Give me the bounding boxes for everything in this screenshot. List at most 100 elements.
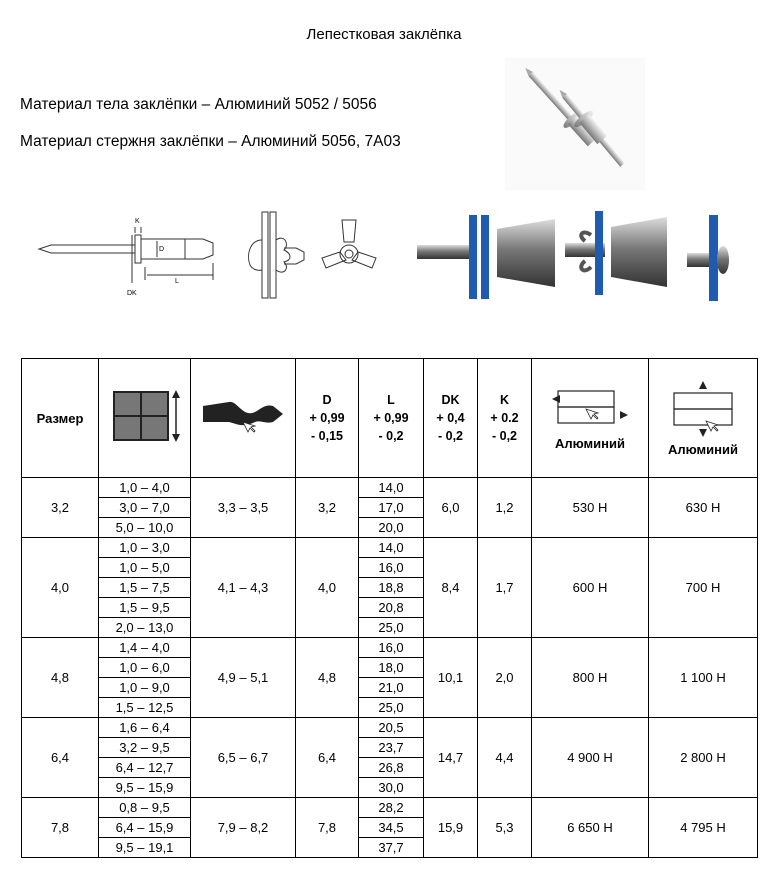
rivet-installation-sequence — [417, 211, 729, 301]
table-header-row: Размер D + 0,99 - 0,15 — [21, 358, 758, 478]
cell-shear: 6 650 Н — [531, 797, 649, 858]
header-dk: DK + 0,4 - 0,2 — [423, 358, 478, 478]
cell-grip-range: 1,0 – 9,0 — [98, 677, 191, 698]
page-title: Лепестковая заклёпка — [306, 26, 462, 43]
cell-grip-range: 5,0 – 10,0 — [98, 517, 191, 538]
cell-tensile: 2 800 Н — [648, 717, 758, 798]
cell-l: 37,7 — [358, 837, 424, 858]
header-l: L + 0,99 - 0,2 — [358, 358, 424, 478]
cell-l: 28,2 — [358, 797, 424, 818]
table-row: 6,4 – 15,9 34,5 — [22, 817, 758, 838]
cell-grip-range: 1,5 – 12,5 — [98, 697, 191, 718]
cell-l: 18,8 — [358, 577, 424, 598]
table-row: 1,0 – 6,0 18,0 — [22, 657, 758, 678]
cell-l: 25,0 — [358, 697, 424, 718]
table-row: 1,5 – 12,5 25,0 — [22, 697, 758, 718]
cell-l: 23,7 — [358, 737, 424, 758]
cell-grip-range: 1,0 – 3,0 — [98, 537, 191, 558]
cell-l: 18,0 — [358, 657, 424, 678]
cell-k: 2,0 — [477, 637, 532, 718]
cell-grip-range: 1,0 – 6,0 — [98, 657, 191, 678]
header-tensile: Алюминий — [648, 358, 758, 478]
cell-drill: 4,1 – 4,3 — [190, 537, 296, 638]
cell-k: 4,4 — [477, 717, 532, 798]
material-stem-text: Материал стержня заклёпки – Алюминий 505… — [20, 133, 401, 150]
shear-test-icon — [552, 390, 628, 424]
tensile-test-icon — [673, 381, 733, 437]
cell-d: 7,8 — [295, 797, 359, 858]
material-thickness-icon — [112, 389, 180, 442]
header-d: D + 0,99 - 0,15 — [295, 358, 359, 478]
cell-l: 14,0 — [358, 537, 424, 558]
table-row: 5,0 – 10,0 20,0 — [22, 517, 758, 538]
cell-drill: 4,9 – 5,1 — [190, 637, 296, 718]
cell-k: 1,7 — [477, 537, 532, 638]
table-row: 1,5 – 9,5 20,8 — [22, 597, 758, 618]
rivet-specification-table: Размер D + 0,99 - 0,15 — [21, 358, 758, 858]
header-drill — [190, 358, 296, 478]
installed-rivet-side-drawing — [248, 211, 305, 299]
cell-grip-range: 1,4 – 4,0 — [98, 637, 191, 658]
cell-shear: 600 Н — [531, 537, 649, 638]
cell-l: 20,8 — [358, 597, 424, 618]
cell-tensile: 630 Н — [648, 477, 758, 538]
cell-tensile: 4 795 Н — [648, 797, 758, 858]
cell-l: 14,0 — [358, 477, 424, 498]
cell-grip-range: 6,4 – 15,9 — [98, 817, 191, 838]
header-grip-range — [98, 358, 191, 478]
cell-dk: 6,0 — [423, 477, 478, 538]
material-body-text: Материал тела заклёпки – Алюминий 5052 /… — [20, 96, 377, 113]
cell-dk: 15,9 — [423, 797, 478, 858]
cell-d: 4,8 — [295, 637, 359, 718]
cell-l: 16,0 — [358, 637, 424, 658]
cell-d: 3,2 — [295, 477, 359, 538]
cell-drill: 3,3 – 3,5 — [190, 477, 296, 538]
cell-grip-range: 1,6 – 6,4 — [98, 717, 191, 738]
cell-tensile: 1 100 Н — [648, 637, 758, 718]
cell-d: 4,0 — [295, 537, 359, 638]
cell-grip-range: 3,2 – 9,5 — [98, 737, 191, 758]
cell-l: 25,0 — [358, 617, 424, 638]
cell-grip-range: 2,0 – 13,0 — [98, 617, 191, 638]
cell-d: 6,4 — [295, 717, 359, 798]
cell-l: 34,5 — [358, 817, 424, 838]
rivet-dimension-drawing: K D L DK — [37, 218, 214, 297]
rivet-petal-end-view — [321, 219, 377, 269]
cell-size: 4,0 — [21, 537, 99, 638]
label-k: K — [135, 218, 140, 225]
cell-size: 6,4 — [21, 717, 99, 798]
label-dk: DK — [127, 290, 137, 297]
cell-l: 26,8 — [358, 757, 424, 778]
cell-grip-range: 1,0 – 4,0 — [98, 477, 191, 498]
cell-size: 7,8 — [21, 797, 99, 858]
rivet-photo — [505, 58, 645, 190]
cell-l: 21,0 — [358, 677, 424, 698]
cell-drill: 7,9 – 8,2 — [190, 797, 296, 858]
cell-shear: 4 900 Н — [531, 717, 649, 798]
cell-l: 17,0 — [358, 497, 424, 518]
cell-k: 5,3 — [477, 797, 532, 858]
cell-shear: 800 Н — [531, 637, 649, 718]
cell-size: 3,2 — [21, 477, 99, 538]
cell-shear: 530 Н — [531, 477, 649, 538]
cell-grip-range: 0,8 – 9,5 — [98, 797, 191, 818]
header-size: Размер — [21, 358, 99, 478]
cell-grip-range: 9,5 – 15,9 — [98, 777, 191, 798]
cell-grip-range: 1,5 – 9,5 — [98, 597, 191, 618]
header-k: K + 0.2 - 0,2 — [477, 358, 532, 478]
cell-l: 16,0 — [358, 557, 424, 578]
cell-l: 20,0 — [358, 517, 424, 538]
cell-k: 1,2 — [477, 477, 532, 538]
table-row: 2,0 – 13,0 25,0 — [22, 617, 758, 638]
header-shear: Алюминий — [531, 358, 649, 478]
cell-grip-range: 1,5 – 7,5 — [98, 577, 191, 598]
